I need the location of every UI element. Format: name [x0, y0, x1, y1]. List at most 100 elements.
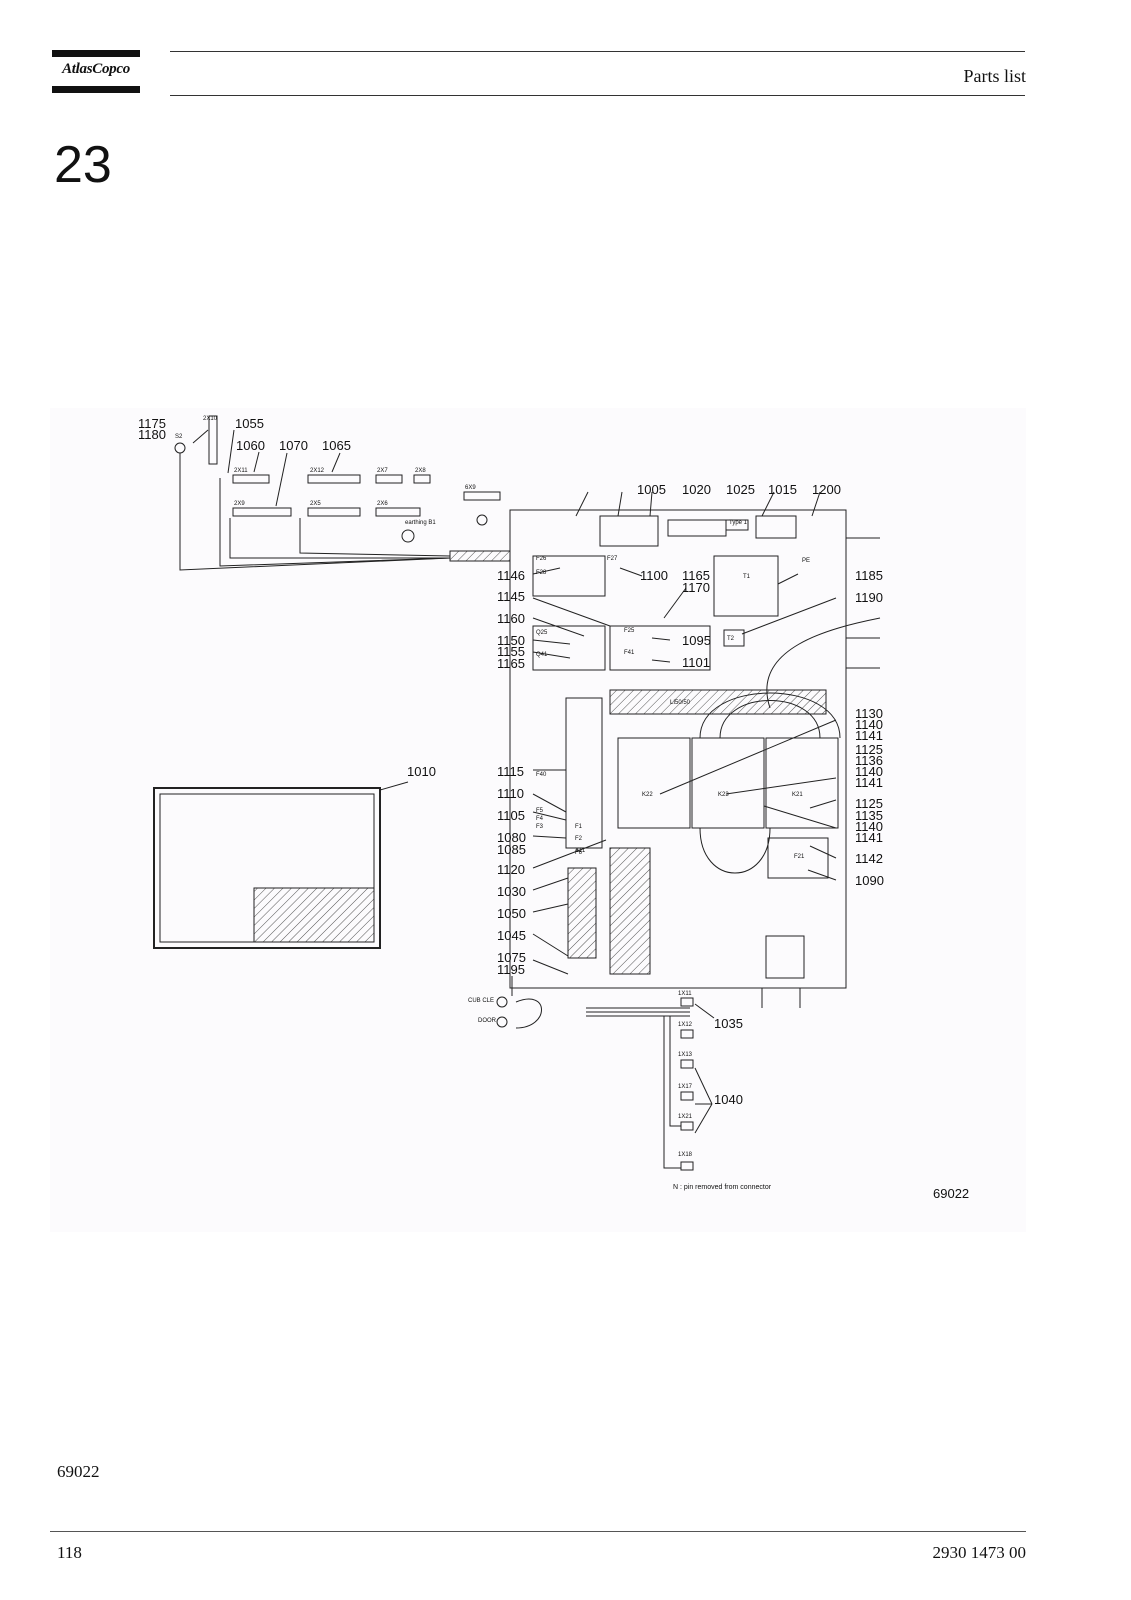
component-label: 1X21: [678, 1114, 693, 1120]
callout-number: 1145: [497, 589, 525, 604]
component-label: X11: [575, 848, 586, 854]
logo-bar-top: [52, 50, 140, 57]
connector-1x17: [680, 1091, 694, 1101]
transformer-t1: [713, 555, 779, 617]
connector-2x12: [307, 474, 361, 484]
callout-number: 1142: [855, 851, 883, 866]
sensor-s2: [174, 442, 186, 454]
earth-door: [496, 1016, 508, 1028]
diagram-linework: [153, 415, 881, 1171]
callout-number: 1146: [497, 568, 525, 583]
cabinet-outline: [509, 509, 847, 989]
component-label: K22: [642, 792, 653, 798]
callout-number: 1105: [497, 808, 525, 823]
wiring-diagram-table: [253, 887, 375, 943]
cable-2x11: [219, 478, 451, 567]
figure-code: 69022: [933, 1186, 969, 1201]
fuse-block-upper: [532, 555, 606, 597]
page-number: 118: [57, 1543, 82, 1562]
callout-number: 1025: [726, 482, 755, 497]
callout-number: 1136: [855, 753, 883, 768]
component-label: K21: [792, 792, 803, 798]
callout-number: 1115: [497, 764, 524, 779]
callout-number: 1185: [855, 568, 883, 583]
wire-1x21: [669, 1016, 681, 1127]
connector-2x8: [413, 474, 431, 484]
connector-2x9: [232, 507, 292, 517]
component-label: F40: [536, 772, 547, 778]
callout-number: 1150: [497, 633, 525, 648]
callout-number: 1170: [682, 580, 710, 595]
callout-number: 1165: [497, 656, 525, 671]
component-label: 1X13: [678, 1052, 693, 1058]
component-label: 1X18: [678, 1152, 693, 1158]
callout-number: 1155: [497, 644, 525, 659]
earth-symbol-b1: [401, 529, 415, 543]
cabinet-feet: [761, 988, 801, 1008]
header-rule-top: [170, 51, 1025, 52]
atlas-copco-logo: AtlasCopco: [52, 50, 140, 94]
callout-number: 1140: [855, 819, 883, 834]
connector-1x18: [680, 1161, 694, 1171]
document-number: 2930 1473 00: [932, 1543, 1027, 1562]
component-label: 2X12: [310, 468, 325, 474]
fuse-block-middle: [609, 625, 711, 671]
component-label: F25: [624, 628, 635, 634]
component-label: 1X17: [678, 1084, 693, 1090]
callout-number: 1075: [497, 950, 526, 965]
callout-number: 1180: [138, 427, 166, 442]
callout-number: 1020: [682, 482, 711, 497]
component-label: 2X11: [234, 468, 248, 474]
terminal-stack-1050: [567, 867, 597, 959]
callout-number: 1190: [855, 590, 883, 605]
wire-loop-1: [699, 692, 841, 739]
connector-1x21: [680, 1121, 694, 1131]
label-plate-1015: [755, 515, 797, 539]
figure-reference: 69022: [57, 1462, 100, 1481]
component-label: 2X8: [415, 468, 426, 474]
component-label: F5: [536, 808, 544, 814]
callout-number: 1140: [855, 717, 883, 732]
callout-number: 1005: [637, 482, 666, 497]
component-label: Q25: [536, 630, 548, 636]
figure-footnote: N : pin removed from connector: [673, 1184, 772, 1191]
connector-2x10: [208, 415, 218, 465]
callout-number: 1160: [497, 611, 525, 626]
callout-number: 1060: [236, 438, 265, 453]
callout-number: 1200: [812, 482, 841, 497]
component-label: F27: [607, 556, 618, 562]
footer-rule: [50, 1531, 1026, 1532]
wire-1x18: [663, 1016, 681, 1169]
connector-1x12: [680, 1029, 694, 1039]
component-label: F41: [624, 650, 635, 656]
wires-exit: [846, 537, 880, 669]
component-label: S2: [175, 434, 183, 440]
component-label: Type 1: [729, 520, 748, 526]
callout-number: 1085: [497, 842, 526, 857]
connector-1x13: [680, 1059, 694, 1069]
duct-vertical: [609, 847, 651, 975]
component-label: T1: [743, 574, 751, 580]
cable-entry: [449, 550, 511, 562]
callout-number: 1055: [235, 416, 264, 431]
callout-number: 1045: [497, 928, 526, 943]
callout-number: 1090: [855, 873, 884, 888]
component-label: DOOR: [478, 1018, 497, 1024]
module-1020: [667, 519, 727, 537]
logo-text: AtlasCopco: [62, 61, 130, 77]
callout-number: 1195: [497, 962, 525, 977]
callout-number: 1125: [855, 742, 883, 757]
callout-number: 1175: [138, 416, 166, 431]
component-label: F4: [536, 816, 544, 822]
component-label: F3: [536, 824, 544, 830]
wiring-diagram-1010: [153, 787, 381, 949]
fuse-f21: [767, 837, 829, 879]
component-label: F26: [536, 556, 547, 562]
fuse-block-lower: [532, 625, 606, 671]
header-rule-bottom: [170, 95, 1025, 96]
callout-number: 1125: [855, 796, 883, 811]
callout-number: 1065: [322, 438, 351, 453]
callout-number: 1110: [497, 786, 524, 801]
